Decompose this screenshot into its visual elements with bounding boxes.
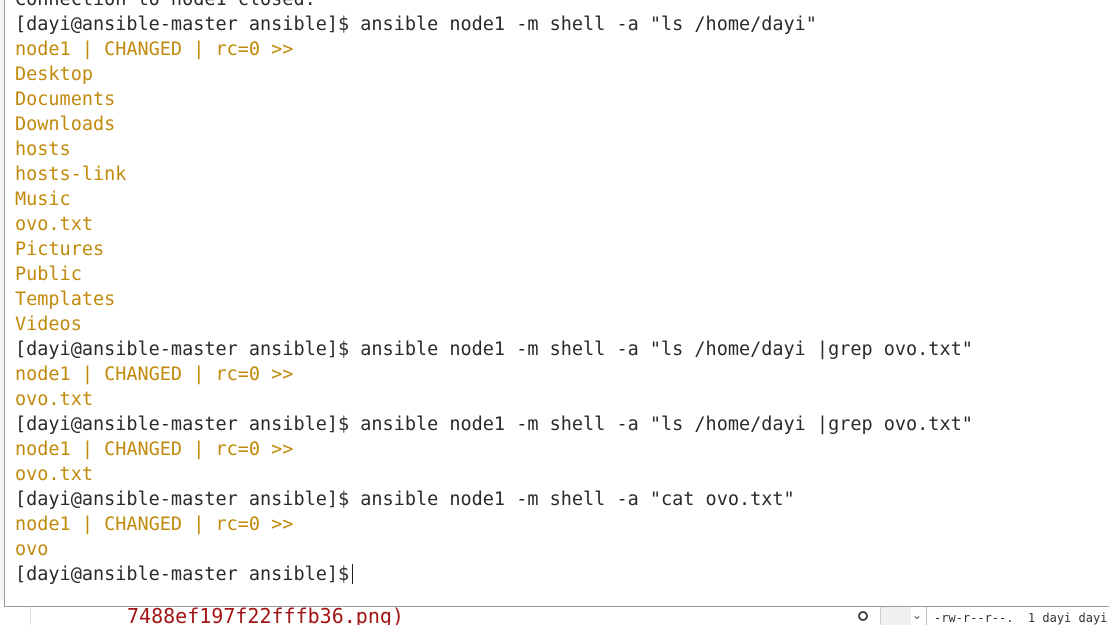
text-cursor (352, 564, 354, 584)
terminal-output-line: node1 | CHANGED | rc=0 >> (15, 364, 294, 385)
search-icon[interactable] (858, 611, 868, 621)
terminal-output-line: Music (15, 189, 71, 210)
terminal-output-line: Desktop (15, 64, 93, 85)
terminal-output-line: Pictures (15, 239, 105, 260)
terminal-output-line: node1 | CHANGED | rc=0 >> (15, 39, 294, 60)
terminal-output-line: hosts (15, 139, 71, 160)
terminal-output-line: ovo (15, 539, 49, 560)
terminal-command-line: Connection to node1 closed. (15, 0, 973, 12)
terminal-output-line: Public (15, 264, 82, 285)
terminal-output-line: hosts-link (15, 164, 127, 185)
terminal-output-line: node1 | CHANGED | rc=0 >> (15, 439, 294, 460)
terminal-output-line: node1 | CHANGED | rc=0 >> (15, 514, 294, 535)
terminal-output-line: ovo.txt (15, 464, 93, 485)
file-listing-text: -rw-r--r--. 1 dayi dayi (934, 611, 1108, 625)
terminal-command-line: [dayi@ansible-master ansible]$ ansible n… (15, 339, 973, 360)
terminal-command-line: [dayi@ansible-master ansible]$ ansible n… (15, 14, 817, 35)
terminal-output-line: Downloads (15, 114, 116, 135)
terminal-output-line: ovo.txt (15, 389, 93, 410)
terminal-output-line: Videos (15, 314, 82, 335)
terminal-command-line: [dayi@ansible-master ansible]$ ansible n… (15, 489, 795, 510)
prompt-text: [dayi@ansible-master ansible]$ (15, 564, 350, 585)
terminal-output: Connection to node1 closed. [dayi@ansible… (15, 0, 973, 587)
terminal-output-line: Templates (15, 289, 116, 310)
chevron-down-icon[interactable]: ⌄ (912, 608, 923, 622)
terminal-prompt-line[interactable]: [dayi@ansible-master ansible]$ (15, 562, 973, 587)
editor-gutter (30, 600, 31, 625)
terminal-output-line: Documents (15, 89, 116, 110)
terminal-window[interactable]: Connection to node1 closed. [dayi@ansible… (4, 0, 1109, 607)
editor-code-fragment: 7488ef197f22fffb36.png) (127, 604, 404, 625)
terminal-output-line: ovo.txt (15, 214, 93, 235)
terminal-command-line: [dayi@ansible-master ansible]$ ansible n… (15, 414, 973, 435)
